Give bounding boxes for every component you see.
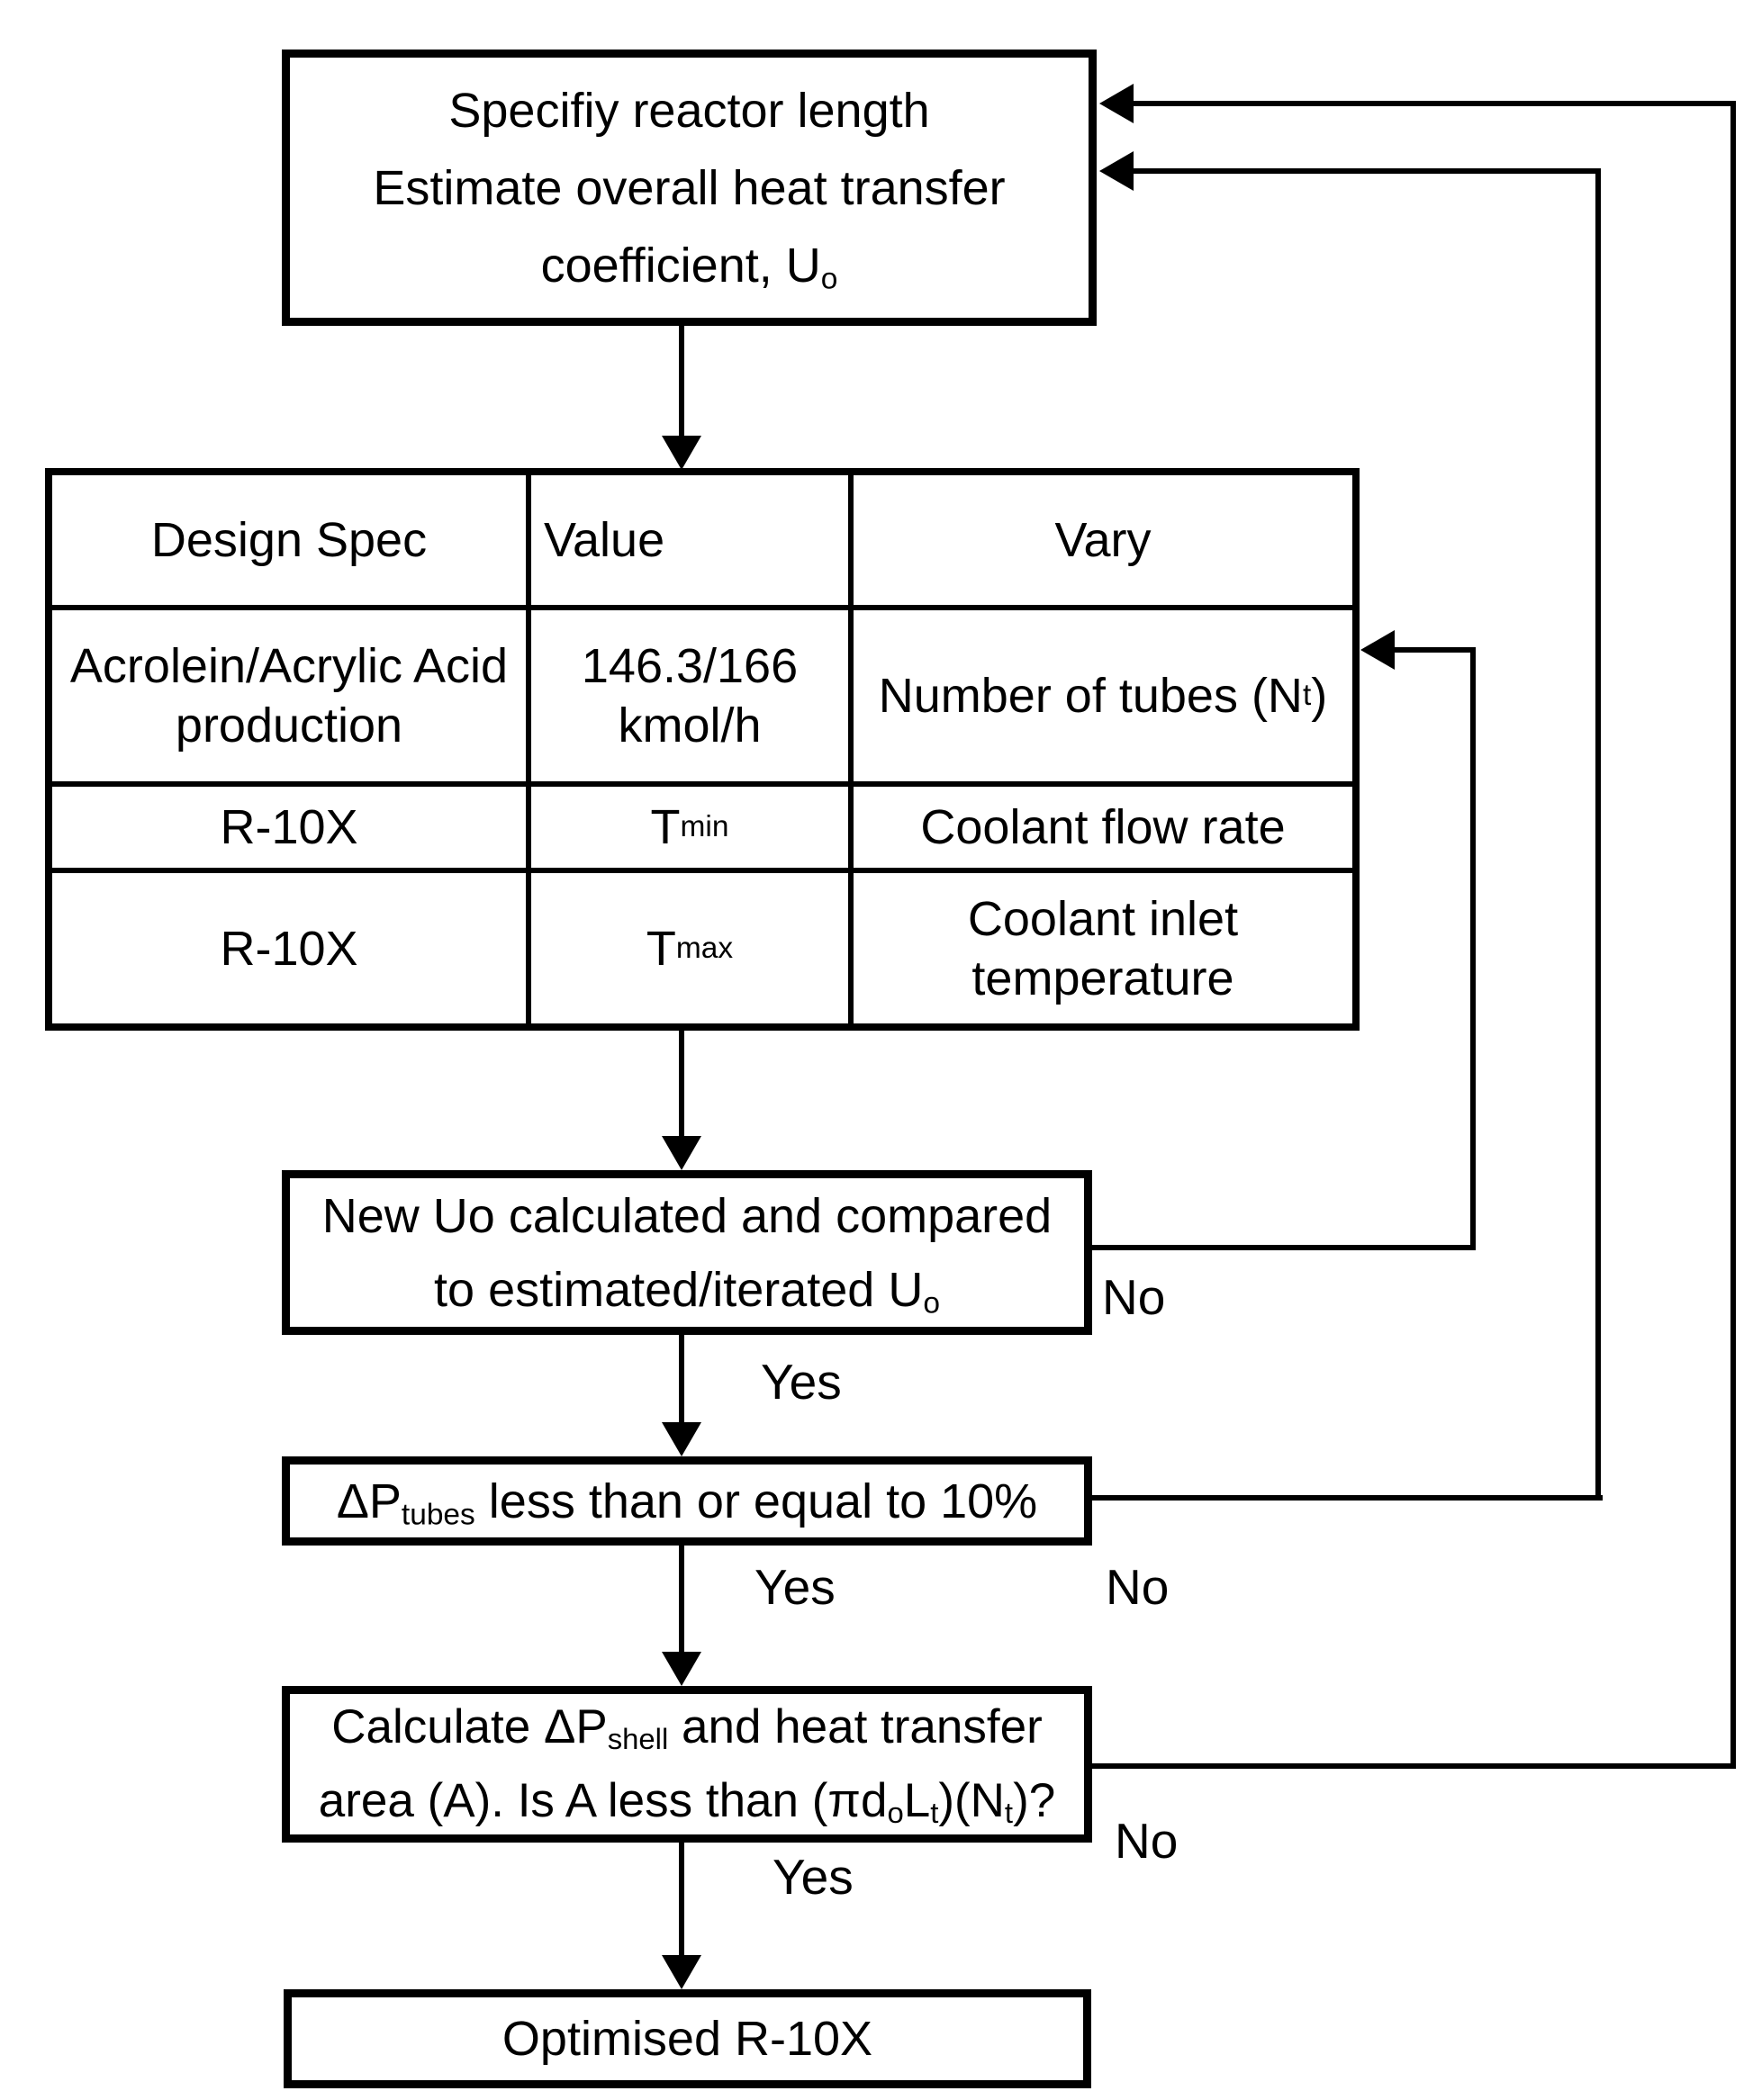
table-cell-row3-design-spec: R-10X xyxy=(52,873,531,1023)
optimised-result-box: Optimised R-10X xyxy=(284,1989,1091,2088)
connector-inner-loop-top xyxy=(1395,647,1476,653)
connector-specify-to-table xyxy=(679,324,684,439)
table-header-value: Value xyxy=(531,475,854,610)
connector-outer-loop-top xyxy=(1133,101,1736,106)
new-uo-line-1: New Uo calculated and compared xyxy=(321,1188,1053,1243)
connector-dptubes-to-calc xyxy=(679,1544,684,1655)
calc-shell-line-2: area (A). Is A less than (πdoLt)(Nt)? xyxy=(318,1774,1056,1830)
specify-line-3: coefficient, Uo xyxy=(540,238,838,295)
arrowhead-into-specify-upper xyxy=(1099,84,1134,123)
arrowhead-into-newuo xyxy=(662,1136,701,1170)
connector-middle-loop-vertical xyxy=(1595,168,1601,1501)
arrowhead-into-specify-lower xyxy=(1099,151,1134,191)
table-header-design-spec: Design Spec xyxy=(52,475,531,610)
connector-middle-loop-top xyxy=(1133,168,1601,174)
connector-calc-to-optimised xyxy=(679,1841,684,1959)
label-dptubes-yes: Yes xyxy=(754,1559,836,1615)
label-calc-no: No xyxy=(1115,1813,1179,1869)
arrowhead-into-dptubes xyxy=(662,1422,701,1456)
calc-shell-decision-box: Calculate ΔPshell and heat transfer area… xyxy=(282,1686,1092,1843)
dp-tubes-line: ΔPtubes less than or equal to 10% xyxy=(336,1474,1038,1531)
specify-line-2: Estimate overall heat transfer xyxy=(373,160,1006,215)
connector-newuo-to-dptubes xyxy=(679,1333,684,1426)
table-cell-row2-vary: Coolant flow rate xyxy=(854,787,1352,873)
label-dptubes-no: No xyxy=(1106,1559,1170,1615)
table-header-vary: Vary xyxy=(854,475,1352,610)
connector-dptubes-no-exit xyxy=(1089,1495,1603,1501)
table-cell-row3-vary: Coolant inlet temperature xyxy=(967,891,1239,1005)
specify-reactor-box: Specifiy reactor length Estimate overall… xyxy=(282,50,1097,326)
specify-line-1: Specifiy reactor length xyxy=(448,83,930,138)
design-spec-table: Design Spec Value Vary Acrolein/Acrylic … xyxy=(45,468,1360,1031)
arrowhead-into-vary-cell xyxy=(1360,630,1395,670)
arrowhead-into-calc xyxy=(662,1652,701,1686)
dp-tubes-decision-box: ΔPtubes less than or equal to 10% xyxy=(282,1456,1092,1546)
connector-calc-no-exit xyxy=(1089,1763,1736,1769)
connector-outer-loop-vertical xyxy=(1730,101,1736,1769)
arrowhead-into-optimised xyxy=(662,1955,701,1989)
arrowhead-into-table xyxy=(662,436,701,470)
label-calc-yes: Yes xyxy=(773,1849,854,1905)
connector-table-to-newuo xyxy=(679,1029,684,1140)
new-uo-decision-box: New Uo calculated and compared to estima… xyxy=(282,1170,1092,1335)
label-newuo-no: No xyxy=(1102,1269,1166,1325)
connector-newuo-no-exit xyxy=(1089,1245,1476,1250)
connector-inner-loop-vertical xyxy=(1470,647,1476,1250)
table-cell-row1-design-spec: Acrolein/Acrylic Acid production xyxy=(52,610,531,787)
calc-shell-line-1: Calculate ΔPshell and heat transfer xyxy=(331,1700,1043,1756)
label-newuo-yes: Yes xyxy=(761,1354,842,1410)
table-cell-row1-value: 146.3/166 kmol/h xyxy=(531,610,854,787)
optimised-line: Optimised R-10X xyxy=(501,2012,873,2066)
new-uo-line-2: to estimated/iterated Uo xyxy=(434,1262,940,1320)
table-cell-row2-design-spec: R-10X xyxy=(52,787,531,873)
